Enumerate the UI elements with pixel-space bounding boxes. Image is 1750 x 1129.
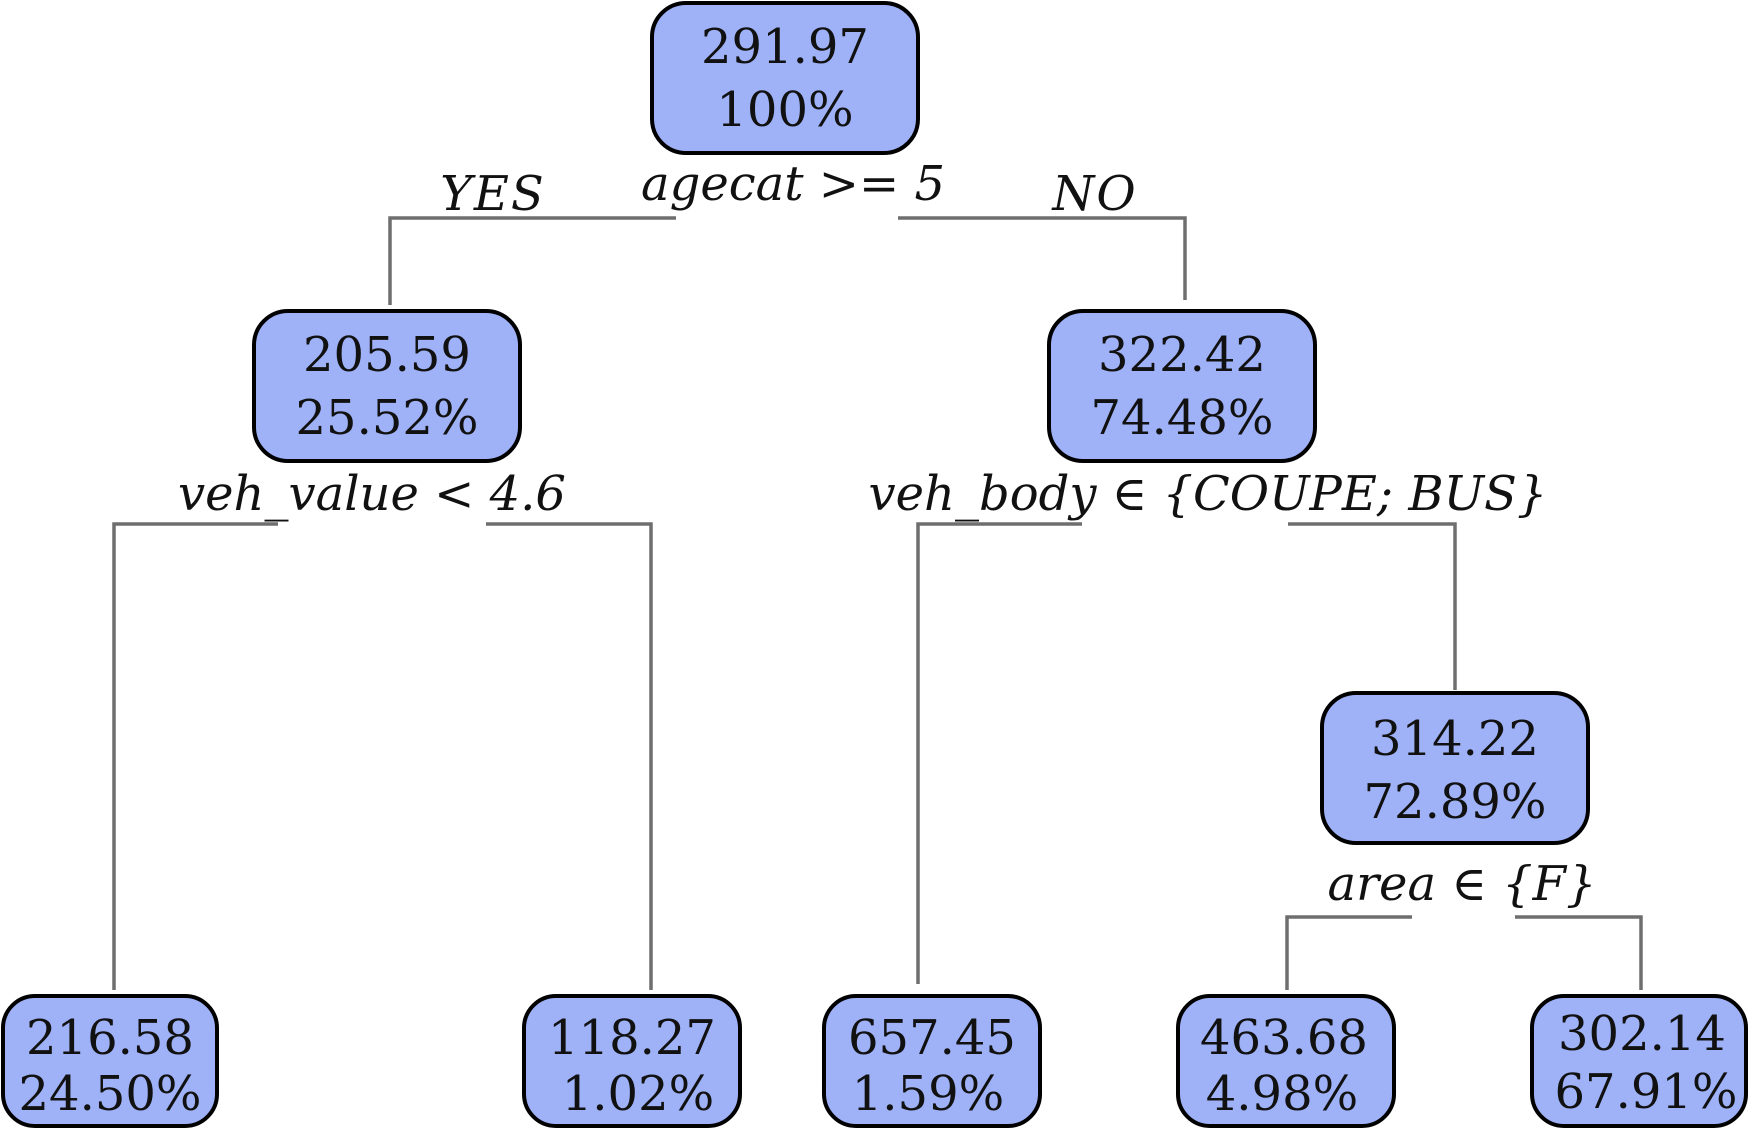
leaf-node-1: 216.58 24.50% [1, 994, 219, 1128]
node-percent: 4.98% [1206, 1066, 1358, 1122]
node-right: 322.42 74.48% [1047, 309, 1317, 463]
edge-root-left [388, 216, 676, 305]
split-label-right-right: area ∈ {F} [1327, 856, 1596, 912]
branch-label-no: NO [1051, 166, 1137, 222]
node-root: 291.97 100% [650, 1, 920, 155]
edge-right-leaf3 [916, 522, 1082, 984]
split-label-root: agecat >= 5 [641, 156, 945, 212]
node-percent: 67.91% [1554, 1064, 1737, 1120]
split-label-left: veh_value < 4.6 [178, 466, 566, 522]
node-value: 314.22 [1371, 711, 1539, 767]
split-label-right: veh_body ∈ {COUPE; BUS} [869, 466, 1548, 522]
node-percent: 74.48% [1090, 390, 1273, 446]
edge-left-leaf2 [486, 522, 653, 990]
node-left: 205.59 25.52% [252, 309, 522, 463]
leaf-node-4: 463.68 4.98% [1176, 994, 1396, 1128]
node-percent: 25.52% [295, 390, 478, 446]
leaf-node-2: 118.27 1.02% [522, 994, 742, 1128]
tree-edges [112, 216, 1643, 990]
node-value: 205.59 [303, 327, 471, 383]
node-right-right: 314.22 72.89% [1320, 691, 1590, 845]
node-percent: 72.89% [1363, 774, 1546, 830]
node-value: 322.42 [1098, 327, 1266, 383]
node-value: 463.68 [1200, 1010, 1368, 1066]
node-value: 118.27 [548, 1010, 716, 1066]
branch-label-yes: YES [440, 166, 546, 222]
node-percent: 24.50% [18, 1066, 201, 1122]
leaf-node-5: 302.14 67.91% [1530, 994, 1748, 1128]
edge-right-rightright [1288, 522, 1457, 690]
edge-left-leaf1 [112, 522, 278, 990]
edge-rightright-leaf5 [1515, 915, 1643, 990]
node-value: 291.97 [701, 19, 869, 75]
node-value: 302.14 [1558, 1006, 1726, 1062]
node-percent: 100% [716, 82, 853, 138]
edge-root-right [898, 216, 1187, 300]
node-percent: 1.59% [852, 1066, 1004, 1122]
node-value: 657.45 [848, 1010, 1016, 1066]
edge-rightright-leaf4 [1285, 915, 1412, 990]
leaf-node-3: 657.45 1.59% [822, 994, 1042, 1128]
node-value: 216.58 [26, 1010, 194, 1066]
node-percent: 1.02% [562, 1066, 714, 1122]
